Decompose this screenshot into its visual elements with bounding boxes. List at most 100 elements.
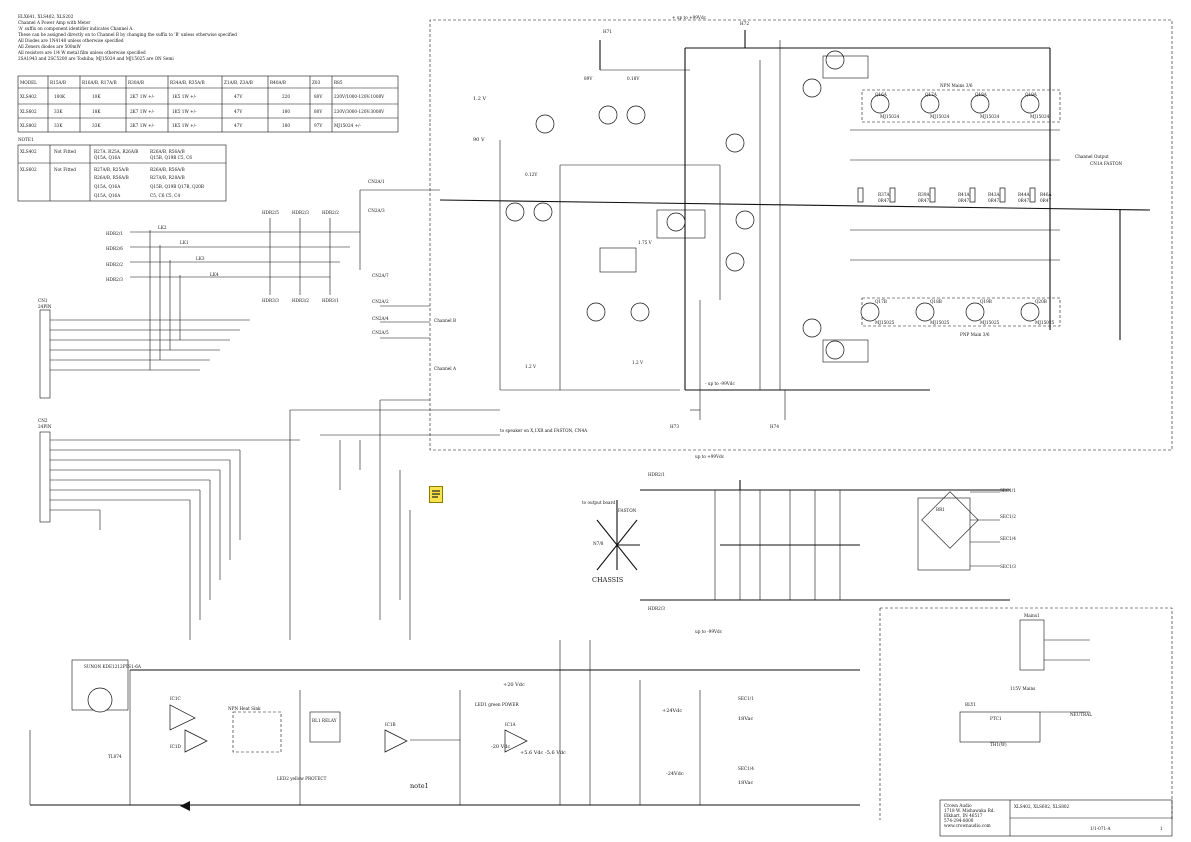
fan-icon	[87, 687, 113, 713]
model-header-6: R40A/B	[270, 80, 286, 85]
control-section: SUNON KDE1212PTS1-6A IC1C IC1D IC1B IC1A…	[29, 640, 860, 811]
note-line-5: All Diodes are 1N4148 unless otherwise s…	[17, 38, 124, 43]
q10a-box	[822, 339, 869, 363]
q17b-part: MJ15025	[875, 320, 895, 325]
title-doc: 1/1-071-A	[1090, 826, 1112, 831]
note-line-6: All Zeners diodes are 500mW	[17, 44, 82, 49]
hdr-2-6: HDR2/6	[106, 246, 123, 251]
model-r1-c2: 18K	[92, 109, 101, 114]
q4a	[586, 302, 606, 322]
channel-b-label: Channel B	[434, 318, 456, 323]
note-line-3: 'A' suffix on component identifier indic…	[18, 26, 134, 31]
pnp-transistor-q19b: Q19B MJ15025	[965, 299, 1000, 325]
note1-r5-c3: C5, C6 C5, C4	[150, 193, 180, 198]
r44a-ref: R44A	[1018, 192, 1030, 197]
q8a-box	[656, 209, 706, 239]
psu-neg-rail: up to -99Vdc	[695, 629, 723, 634]
cn2-pins: 24PIN	[38, 424, 52, 429]
psu-hdr-2-3: HDR2/3	[648, 606, 665, 611]
hdr-2-1: HDR2/1	[106, 231, 123, 236]
note1-r0-c3: R26A/B, R56A/B	[150, 149, 185, 154]
power-supply-section: BR1 SEC1/1 SEC1/2 SEC1/3 SEC1/4 up to +9…	[582, 454, 1016, 634]
note-line-1: ELX641, XLS402, XLS202	[18, 14, 74, 19]
sec1-1: SEC1/1	[1000, 488, 1016, 493]
model-r1-c1: 33K	[54, 109, 63, 114]
r41a-value: 0R47	[958, 198, 969, 203]
r46a-value: 0R47	[1040, 198, 1051, 203]
cn2-name: CN2	[38, 418, 48, 423]
r39a-value: 0R47	[918, 198, 929, 203]
top-rail-label: + up to +99Vdc	[672, 15, 707, 20]
note-line-8: 2SA1943 and 2SC5200 are Toshiba; MJ15024…	[18, 56, 174, 61]
led1-label: LED1 green POWER	[475, 702, 519, 707]
neutral-label: NEUTRAL	[1070, 712, 1092, 717]
volt-90v: 90 V	[473, 137, 485, 143]
faston-cn1a: CN1A FASTON	[1090, 161, 1123, 166]
q2a	[533, 202, 553, 222]
model-header-1: R15A/B	[50, 80, 66, 85]
opamp-ic1a-icon	[504, 729, 528, 753]
opamp-ic1d-icon	[184, 729, 208, 753]
ic-part-1: TL074	[108, 754, 122, 759]
q8a	[666, 212, 686, 232]
model-r2-c6: 180	[282, 123, 290, 128]
bottom-rail-label: - up to -99Vdc	[705, 381, 735, 386]
r39a-ref: R39A	[918, 192, 930, 197]
model-r2-c7: 97V	[314, 123, 323, 128]
sticky-note-icon[interactable]	[429, 486, 443, 503]
lk2: LK2	[158, 225, 167, 230]
model-r0-c4: 1K5 1W +/-	[172, 94, 197, 99]
rly1-label: RLY1	[965, 702, 976, 707]
ptc1-label: PTC1	[990, 716, 1002, 721]
v-18-2: 18Vac	[738, 780, 753, 786]
q13a	[725, 252, 745, 272]
cn-wires	[50, 230, 500, 640]
note1-r2-c0: XLS602	[20, 167, 37, 172]
chassis-label: CHASSIS	[592, 576, 623, 584]
model-r2-c5: 47V	[234, 123, 243, 128]
fan-label: SUNON KDE1212PTS1-6A	[84, 664, 142, 669]
pnp-transistor-q18b: Q18B MJ15025	[915, 299, 950, 325]
model-header-5: Z1A/B, Z3A/B	[224, 80, 253, 85]
note-line-2: Channel A Power Amp with Meter	[18, 20, 90, 25]
note-line-7: All resistors are 1/4 W metal film unles…	[17, 50, 146, 55]
model-r0-c2: 10K	[92, 94, 101, 99]
note1-r1-c2: Q15A, Q16A	[94, 155, 121, 160]
volt-89: 89V	[584, 76, 593, 81]
note1-r5-c2: Q15A, Q16A	[94, 193, 121, 198]
power-amp-section: + up to +99Vdc H71 H72 H73 H74 - up to -…	[429, 15, 1173, 451]
q7a-left	[535, 114, 555, 134]
ic1c-label: IC1C	[170, 696, 181, 701]
q17a-ref: Q17A	[925, 92, 938, 97]
cn2a-1: CN2A/1	[368, 179, 385, 184]
model-header-2: R16A/B, R17A/B	[82, 80, 117, 85]
model-header-3: R30A/B	[128, 80, 144, 85]
cn1-pins: 24PIN	[38, 304, 52, 309]
note1-r0-c0: XLS402	[20, 149, 37, 154]
model-r0-c8: 230V/1000-120V:1008V	[334, 94, 385, 99]
mains-connector	[1019, 619, 1045, 671]
note1-r0-c2: R27A, R25A, R26A/B	[94, 149, 138, 154]
r46a-ref: R46A	[1040, 192, 1052, 197]
cn1-name: CN1	[38, 298, 48, 303]
note1-table: NOTE1 XLS402 Not Fitted R27A, R25A, R26A…	[17, 137, 227, 202]
model-r0-c0: XLS402	[20, 94, 37, 99]
volt-018: 0.18V	[627, 76, 640, 81]
q19b-ref: Q19B	[980, 299, 992, 304]
q17a-part: MJ15024	[930, 114, 950, 119]
hdr-2-2: HDR2/2	[106, 262, 123, 267]
model-r1-c3: 2K7 1W +/-	[130, 109, 155, 114]
sec1-2: SEC1/2	[1000, 514, 1016, 519]
model-r1-c6: 180	[282, 109, 290, 114]
hdr-2-5-top: HDR2/5	[262, 210, 279, 215]
npn-transistor-q18a: Q18A MJ15024	[970, 92, 1000, 119]
to-speaker-label: to speaker on X,1XR and FASTON, CN4A	[500, 428, 588, 433]
sec1-4: SEC1/4	[1000, 536, 1016, 541]
pnp-mains-label: PNP Main 3/6	[960, 332, 990, 337]
note1-r4-c2: Q15A, Q16A	[94, 184, 121, 189]
npn-transistor-q19a: Q19A MJ15024	[1020, 92, 1050, 119]
hdr-3-3: HDR3/3	[262, 298, 279, 303]
to-output-board: to output board	[582, 500, 616, 505]
model-r2-c0: XLS802	[20, 123, 37, 128]
model-header-7: Z03	[312, 80, 321, 85]
